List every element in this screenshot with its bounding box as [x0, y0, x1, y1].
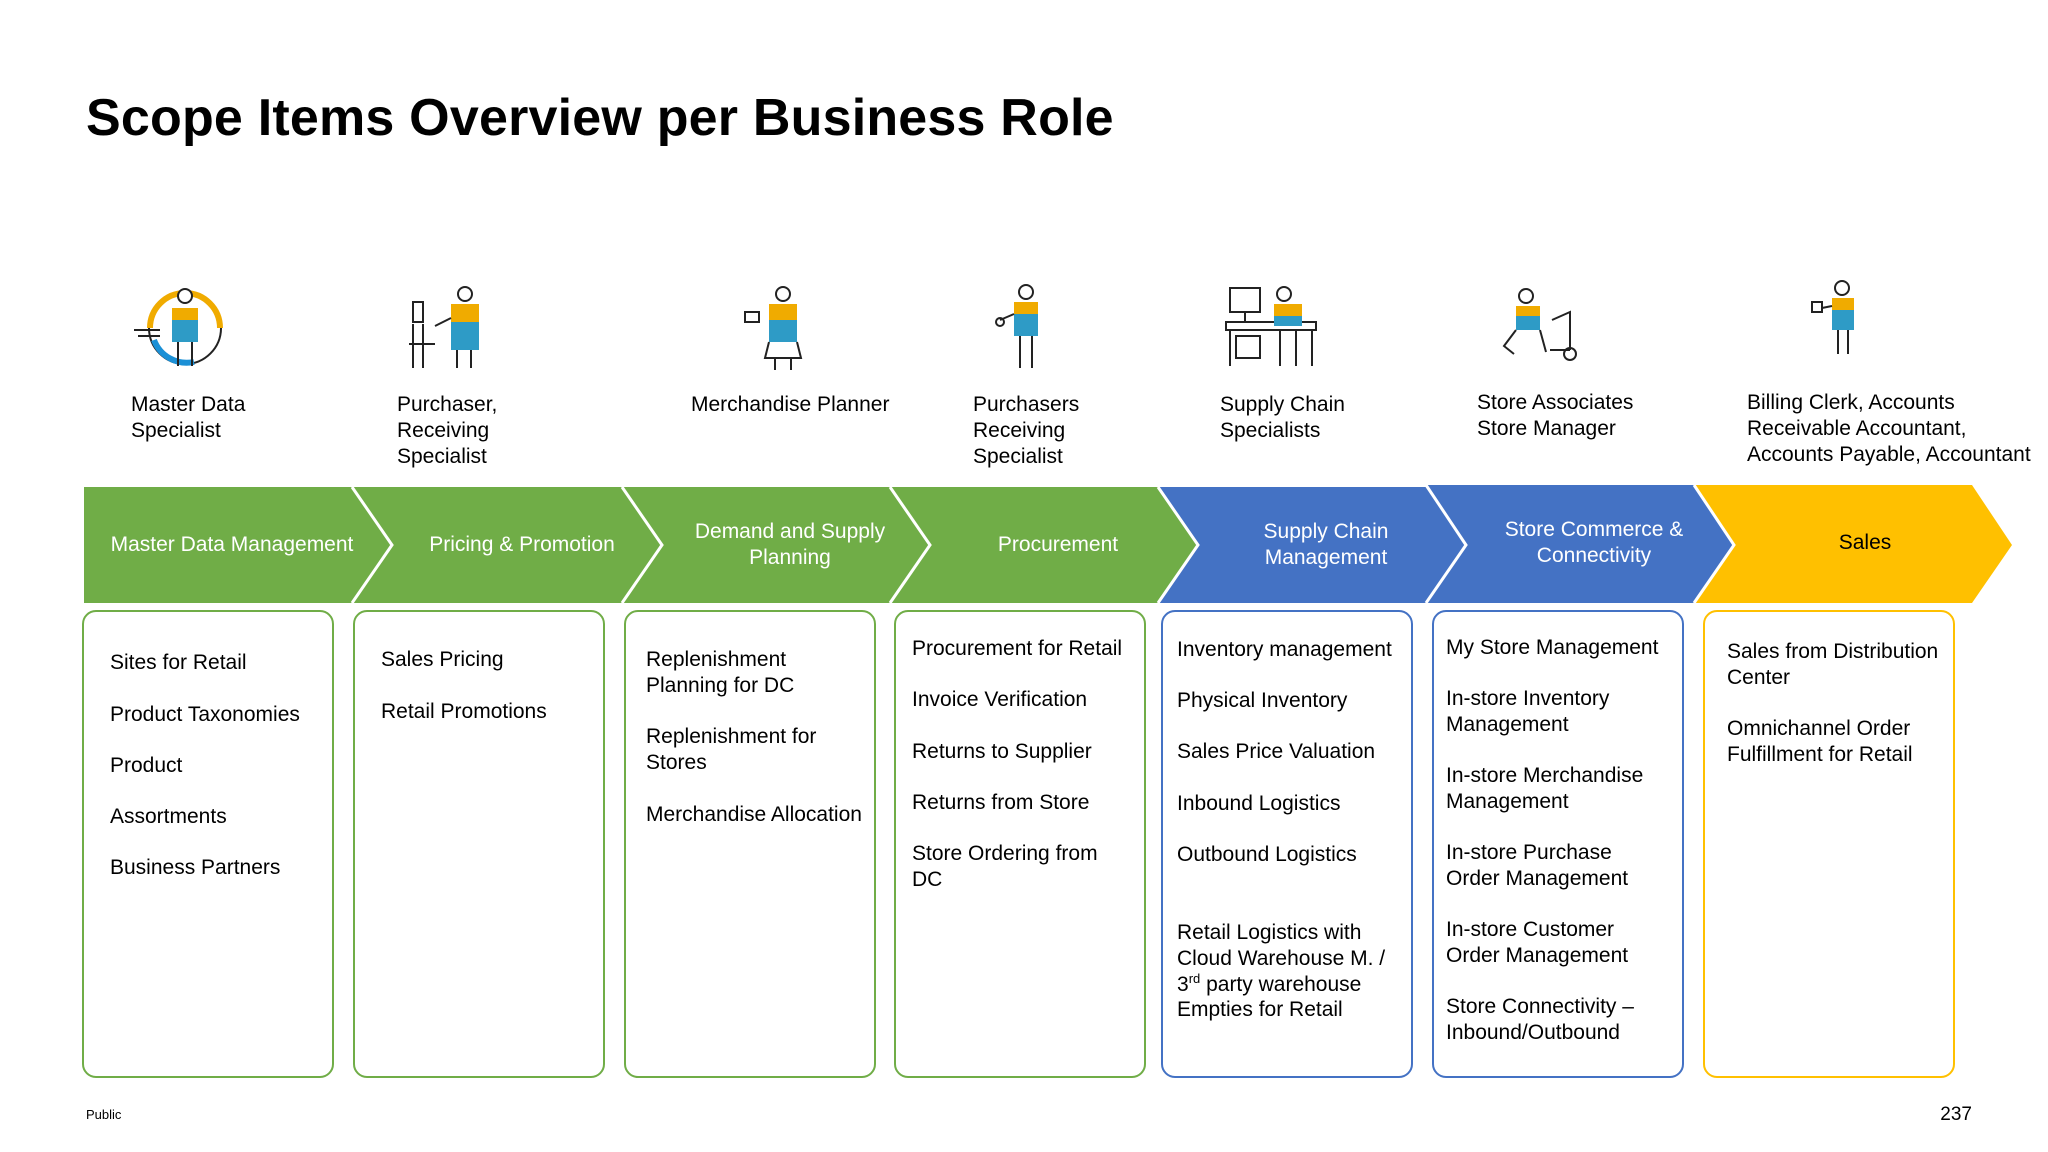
clerk-person-icon	[1811, 280, 1854, 354]
scope-item: In-store Purchase Order Management	[1446, 841, 1629, 890]
desk-person-icon	[1225, 286, 1317, 366]
scope-item: Sites for Retail	[110, 651, 247, 674]
classification-label: Public	[86, 1107, 122, 1122]
chevron-master-data	[84, 487, 392, 603]
scope-item: Merchandise Allocation	[646, 803, 862, 826]
gear-person-icon	[134, 288, 223, 366]
chevron-demand-supply	[622, 487, 930, 603]
kneeling-person-icon	[1502, 288, 1577, 361]
scope-item: Omnichannel Order Fulfillment for Retail	[1727, 717, 1913, 766]
scope-item: Sales Price Valuation	[1177, 740, 1376, 763]
chevron-label-pricing: Pricing & Promotion	[429, 533, 615, 556]
scope-item: Outbound Logistics	[1177, 843, 1357, 866]
scope-item: Retail Promotions	[381, 700, 547, 723]
role-label-billing: Billing Clerk, Accounts Receivable Accou…	[1747, 391, 2031, 466]
scope-box-pricing: Sales Pricing Retail Promotions	[353, 610, 605, 1078]
planner-person-icon	[744, 286, 803, 370]
scope-item: In-store Merchandise Management	[1446, 764, 1644, 813]
scope-box-store-commerce: My Store Management In-store Inventory M…	[1432, 610, 1684, 1078]
page-number: 237	[1940, 1104, 1972, 1125]
scope-box-sales: Sales from Distribution Center Omnichann…	[1703, 610, 1955, 1078]
chevron-supply-chain	[1158, 487, 1466, 603]
scope-item: My Store Management	[1446, 636, 1659, 659]
chevron-label-sales: Sales	[1838, 531, 1892, 554]
receiving-person-icon	[995, 284, 1038, 368]
scope-item: Returns from Store	[912, 791, 1090, 814]
scope-item: Store Ordering from DC	[912, 842, 1098, 891]
role-label-store: Store Associates Store Manager	[1477, 391, 1634, 440]
scope-item: Returns to Supplier	[912, 740, 1092, 763]
scope-item: Invoice Verification	[912, 688, 1088, 711]
scope-item: In-store Customer Order Management	[1446, 918, 1629, 967]
scope-box-master-data: Sites for Retail Product Taxonomies Prod…	[82, 610, 334, 1078]
scope-item: Sales from Distribution Center	[1727, 640, 1939, 689]
page-title: Scope Items Overview per Business Role	[86, 89, 1114, 147]
scope-item: Inbound Logistics	[1177, 792, 1341, 815]
chevron-pricing	[352, 487, 662, 603]
role-label-supply-chain: Supply Chain Specialists	[1220, 393, 1345, 442]
scope-box-supply-chain: Inventory management Physical Inventory …	[1161, 610, 1413, 1078]
scope-item: Store Connectivity – Inbound/Outbound	[1446, 995, 1634, 1044]
scope-item: Product	[110, 754, 183, 777]
role-label-purchaser: Purchaser, Receiving Specialist	[397, 393, 498, 468]
role-label-merchandise-planner: Merchandise Planner	[691, 393, 890, 416]
chevron-store-commerce	[1426, 485, 1734, 603]
chevron-label-store-commerce: Store Commerce & Connectivity	[1504, 518, 1684, 567]
chevron-procurement	[890, 487, 1198, 603]
scope-item: Business Partners	[110, 856, 281, 879]
scope-item: Physical Inventory	[1177, 689, 1348, 712]
scope-box-procurement: Procurement for Retail Invoice Verificat…	[894, 610, 1146, 1078]
role-label-purchasers: Purchasers Receiving Specialist	[973, 393, 1080, 468]
scope-item: In-store Inventory Management	[1446, 687, 1610, 736]
chevron-label-supply-chain: Supply Chain Management	[1263, 520, 1389, 569]
scope-item: Empties for Retail	[1177, 998, 1343, 1021]
scope-item: Product Taxonomies	[110, 703, 300, 726]
chevron-label-demand-supply: Demand and Supply Planning	[694, 520, 886, 569]
role-label-master-data: Master Data Specialist	[131, 393, 246, 442]
scope-item: Replenishment for Stores	[646, 725, 817, 774]
scope-box-demand-supply: Replenishment Planning for DC Replenishm…	[624, 610, 876, 1078]
chevron-sales	[1694, 485, 2012, 603]
scope-item: Sales Pricing	[381, 648, 504, 671]
scope-item: Procurement for Retail	[912, 637, 1123, 660]
chevron-label-master-data: Master Data Management	[110, 533, 354, 556]
chevron-label-procurement: Procurement	[997, 533, 1119, 556]
scope-item: Assortments	[110, 805, 227, 828]
scope-item: Replenishment Planning for DC	[646, 648, 795, 697]
shopper-person-icon	[409, 286, 479, 368]
scope-item: Inventory management	[1177, 638, 1392, 661]
